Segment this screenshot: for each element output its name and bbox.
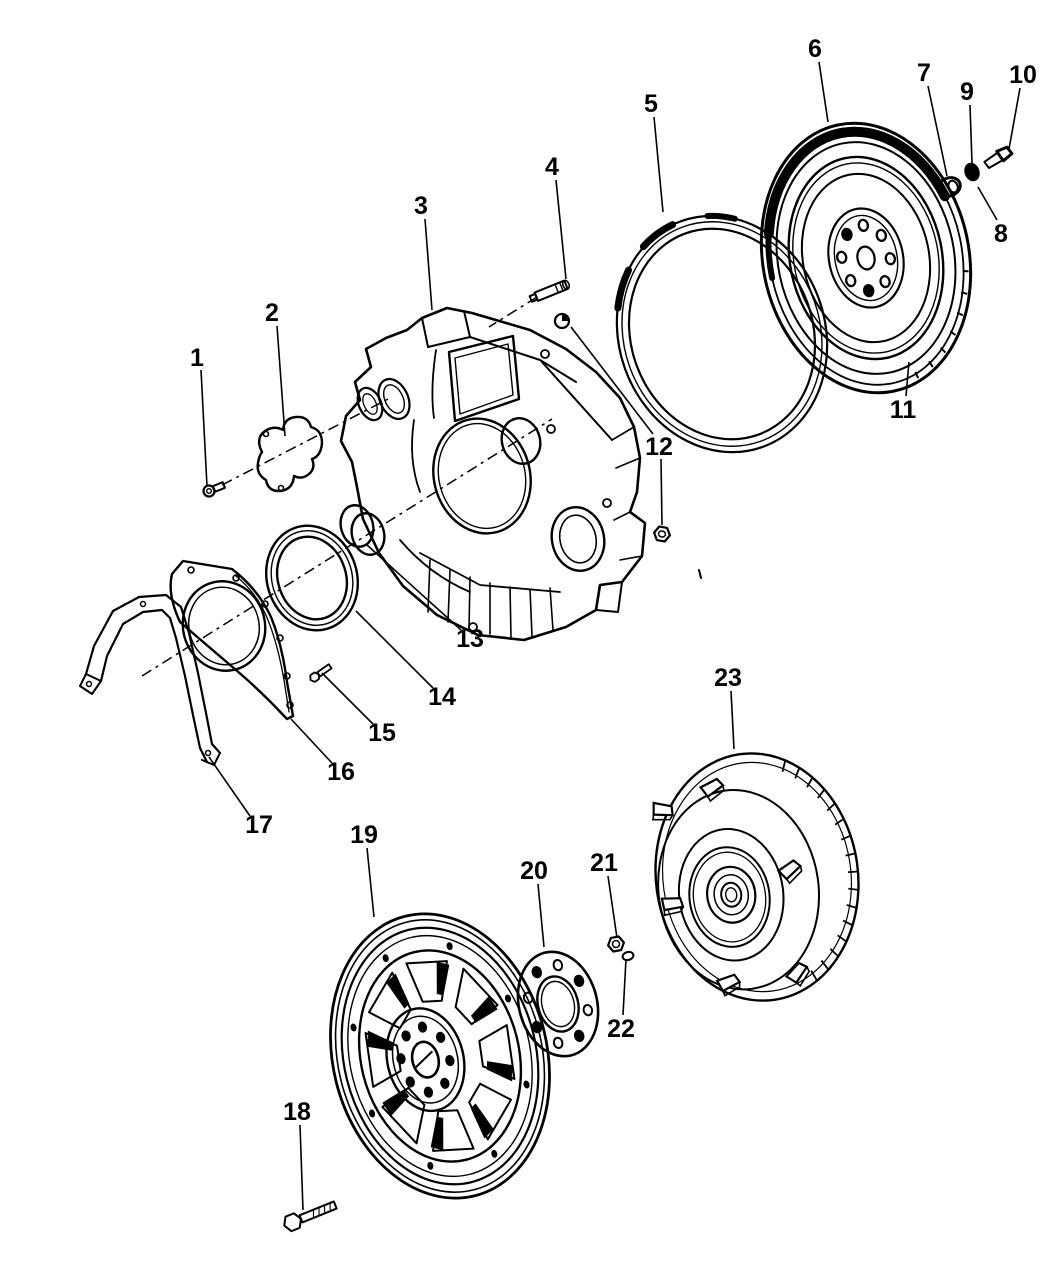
callout-4-label: 4 <box>545 153 559 181</box>
part-23-torque-converter <box>651 752 860 1002</box>
callout-2-label: 2 <box>265 299 279 327</box>
callout-7-leader <box>927 85 948 177</box>
callout-15-label: 15 <box>368 719 396 747</box>
part-19-flexplate <box>329 912 551 1200</box>
converter-mount-lug <box>660 897 685 917</box>
callout-18-label: 18 <box>283 1098 311 1126</box>
part-17-bracket <box>79 593 222 766</box>
callout-23-leader <box>730 690 735 750</box>
part-7-bushing <box>936 176 962 198</box>
callout-16-leader <box>290 718 333 764</box>
callout-10-label: 10 <box>1009 61 1037 89</box>
callout-19-label: 19 <box>350 821 378 849</box>
callout-13-leader <box>366 544 462 631</box>
part-18-bolt <box>283 1200 338 1233</box>
callout-3-label: 3 <box>414 192 428 220</box>
callout-12-leader <box>570 326 654 435</box>
part-6-11-flywheel <box>759 121 973 395</box>
converter-mount-lug <box>698 777 725 803</box>
callout-8-label: 8 <box>994 220 1008 248</box>
callout-11-leader <box>905 361 910 397</box>
callout-14-leader <box>355 610 434 689</box>
callout-16-label: 16 <box>327 758 355 786</box>
callout-8-leader <box>977 186 998 221</box>
stray-mark <box>698 569 702 579</box>
callout-13-label: 13 <box>456 625 484 653</box>
part-21-nut <box>607 935 625 953</box>
callout-9-leader <box>969 104 973 164</box>
callout-9-label: 9 <box>960 78 974 106</box>
callout-4-leader <box>555 179 567 280</box>
part-5-ring <box>614 212 829 454</box>
callout-15-leader <box>321 672 374 725</box>
part-1-bolt <box>202 481 226 498</box>
callout-3-leader <box>424 218 433 311</box>
part-2-gasket <box>256 415 324 493</box>
callout-10-leader <box>1008 87 1021 150</box>
callout-1-label: 1 <box>190 344 204 372</box>
callout-21-leader <box>607 875 618 939</box>
callout-14-label: 14 <box>428 683 456 711</box>
callout-12-leader <box>660 458 663 526</box>
converter-mount-lug <box>715 973 742 997</box>
part-15-bolt <box>309 663 333 683</box>
callout-1-leader <box>200 369 208 487</box>
part-10-bolt <box>983 145 1014 169</box>
callout-7-label: 7 <box>917 59 931 87</box>
part-3-flywheel-housing <box>339 306 647 642</box>
converter-mount-lug <box>784 961 811 988</box>
part-4-stud <box>528 279 571 303</box>
part-9-washer <box>964 162 980 182</box>
callout-17-label: 17 <box>245 811 273 839</box>
callout-23-label: 23 <box>714 664 742 692</box>
callout-6-label: 6 <box>808 35 822 63</box>
callout-5-label: 5 <box>644 90 658 118</box>
callout-21-label: 21 <box>590 849 618 877</box>
callout-20-label: 20 <box>520 857 548 885</box>
callout-2-leader <box>276 325 286 437</box>
part-12-fasteners <box>553 312 671 543</box>
callout-22-label: 22 <box>607 1015 635 1043</box>
callout-11-label: 11 <box>890 396 917 424</box>
part-13-o-ring <box>339 504 386 556</box>
callout-19-leader <box>366 847 375 918</box>
converter-mount-lug <box>776 859 803 885</box>
callout-5-leader <box>653 116 664 213</box>
part-14-seal <box>264 524 360 632</box>
callout-17-leader <box>208 756 251 817</box>
callout-18-leader <box>299 1124 304 1211</box>
callout-20-leader <box>537 883 545 948</box>
callout-22-leader <box>622 958 627 1016</box>
callout-6-leader <box>818 61 829 123</box>
converter-mount-lug <box>651 801 674 821</box>
part-20-spacer-plate <box>516 950 600 1058</box>
callout-12-label: 12 <box>645 433 673 461</box>
part-22-washer <box>621 950 635 962</box>
